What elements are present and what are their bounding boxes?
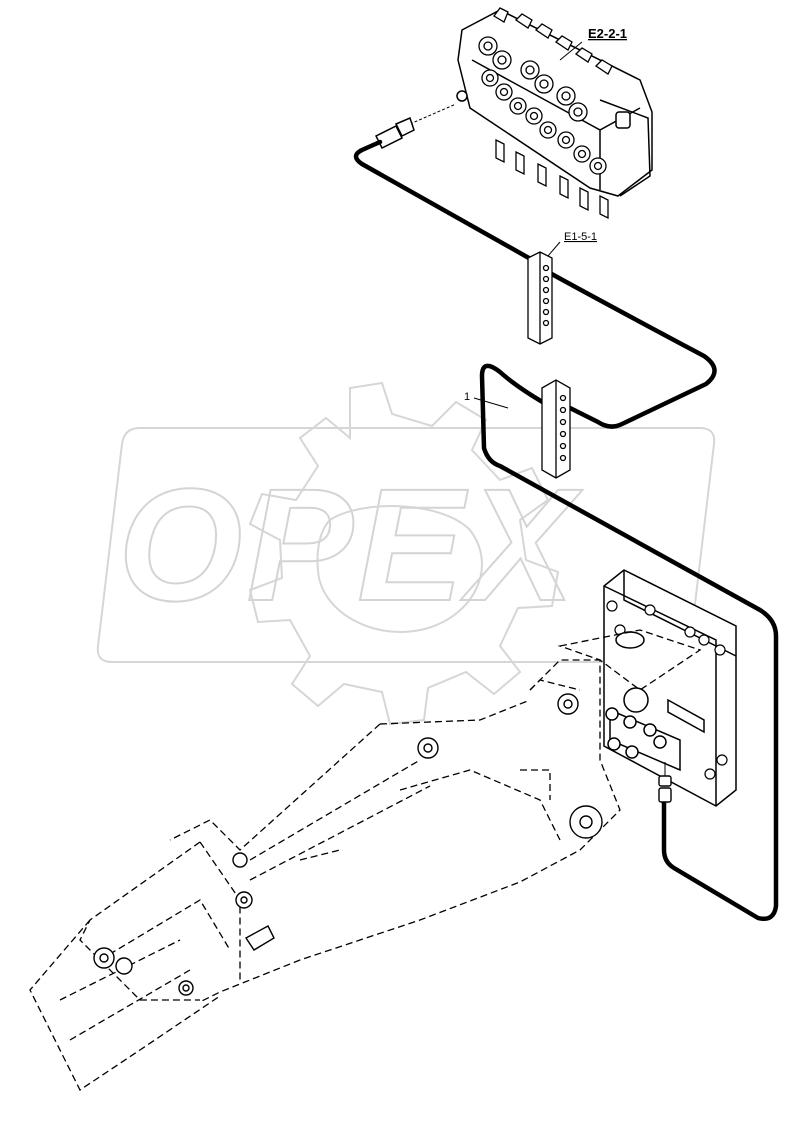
opex-watermark: OPEX [96,381,716,726]
control-valve-block [456,7,653,220]
callout-item-1: 1 [464,391,470,403]
boom-arm-outline [29,629,702,1091]
gear-icon [248,381,560,726]
hose-end-fitting-lower [658,762,672,803]
watermark-text: OPEX [118,455,583,634]
boom-pins [93,693,603,996]
callout-e2-2-1: E2-2-1 [588,26,627,41]
junction-block-upper [527,251,553,345]
callout-e1-5-1: E1-5-1 [564,231,597,243]
junction-block-lower [541,379,571,479]
hydraulic-hoses [353,139,779,921]
leader-e1-5-1 [547,241,561,257]
pilot-control-block [603,569,737,807]
leader-item-1 [473,397,509,409]
hose-end-fitting-upper [374,103,457,150]
leader-e2-2-1 [559,41,583,61]
